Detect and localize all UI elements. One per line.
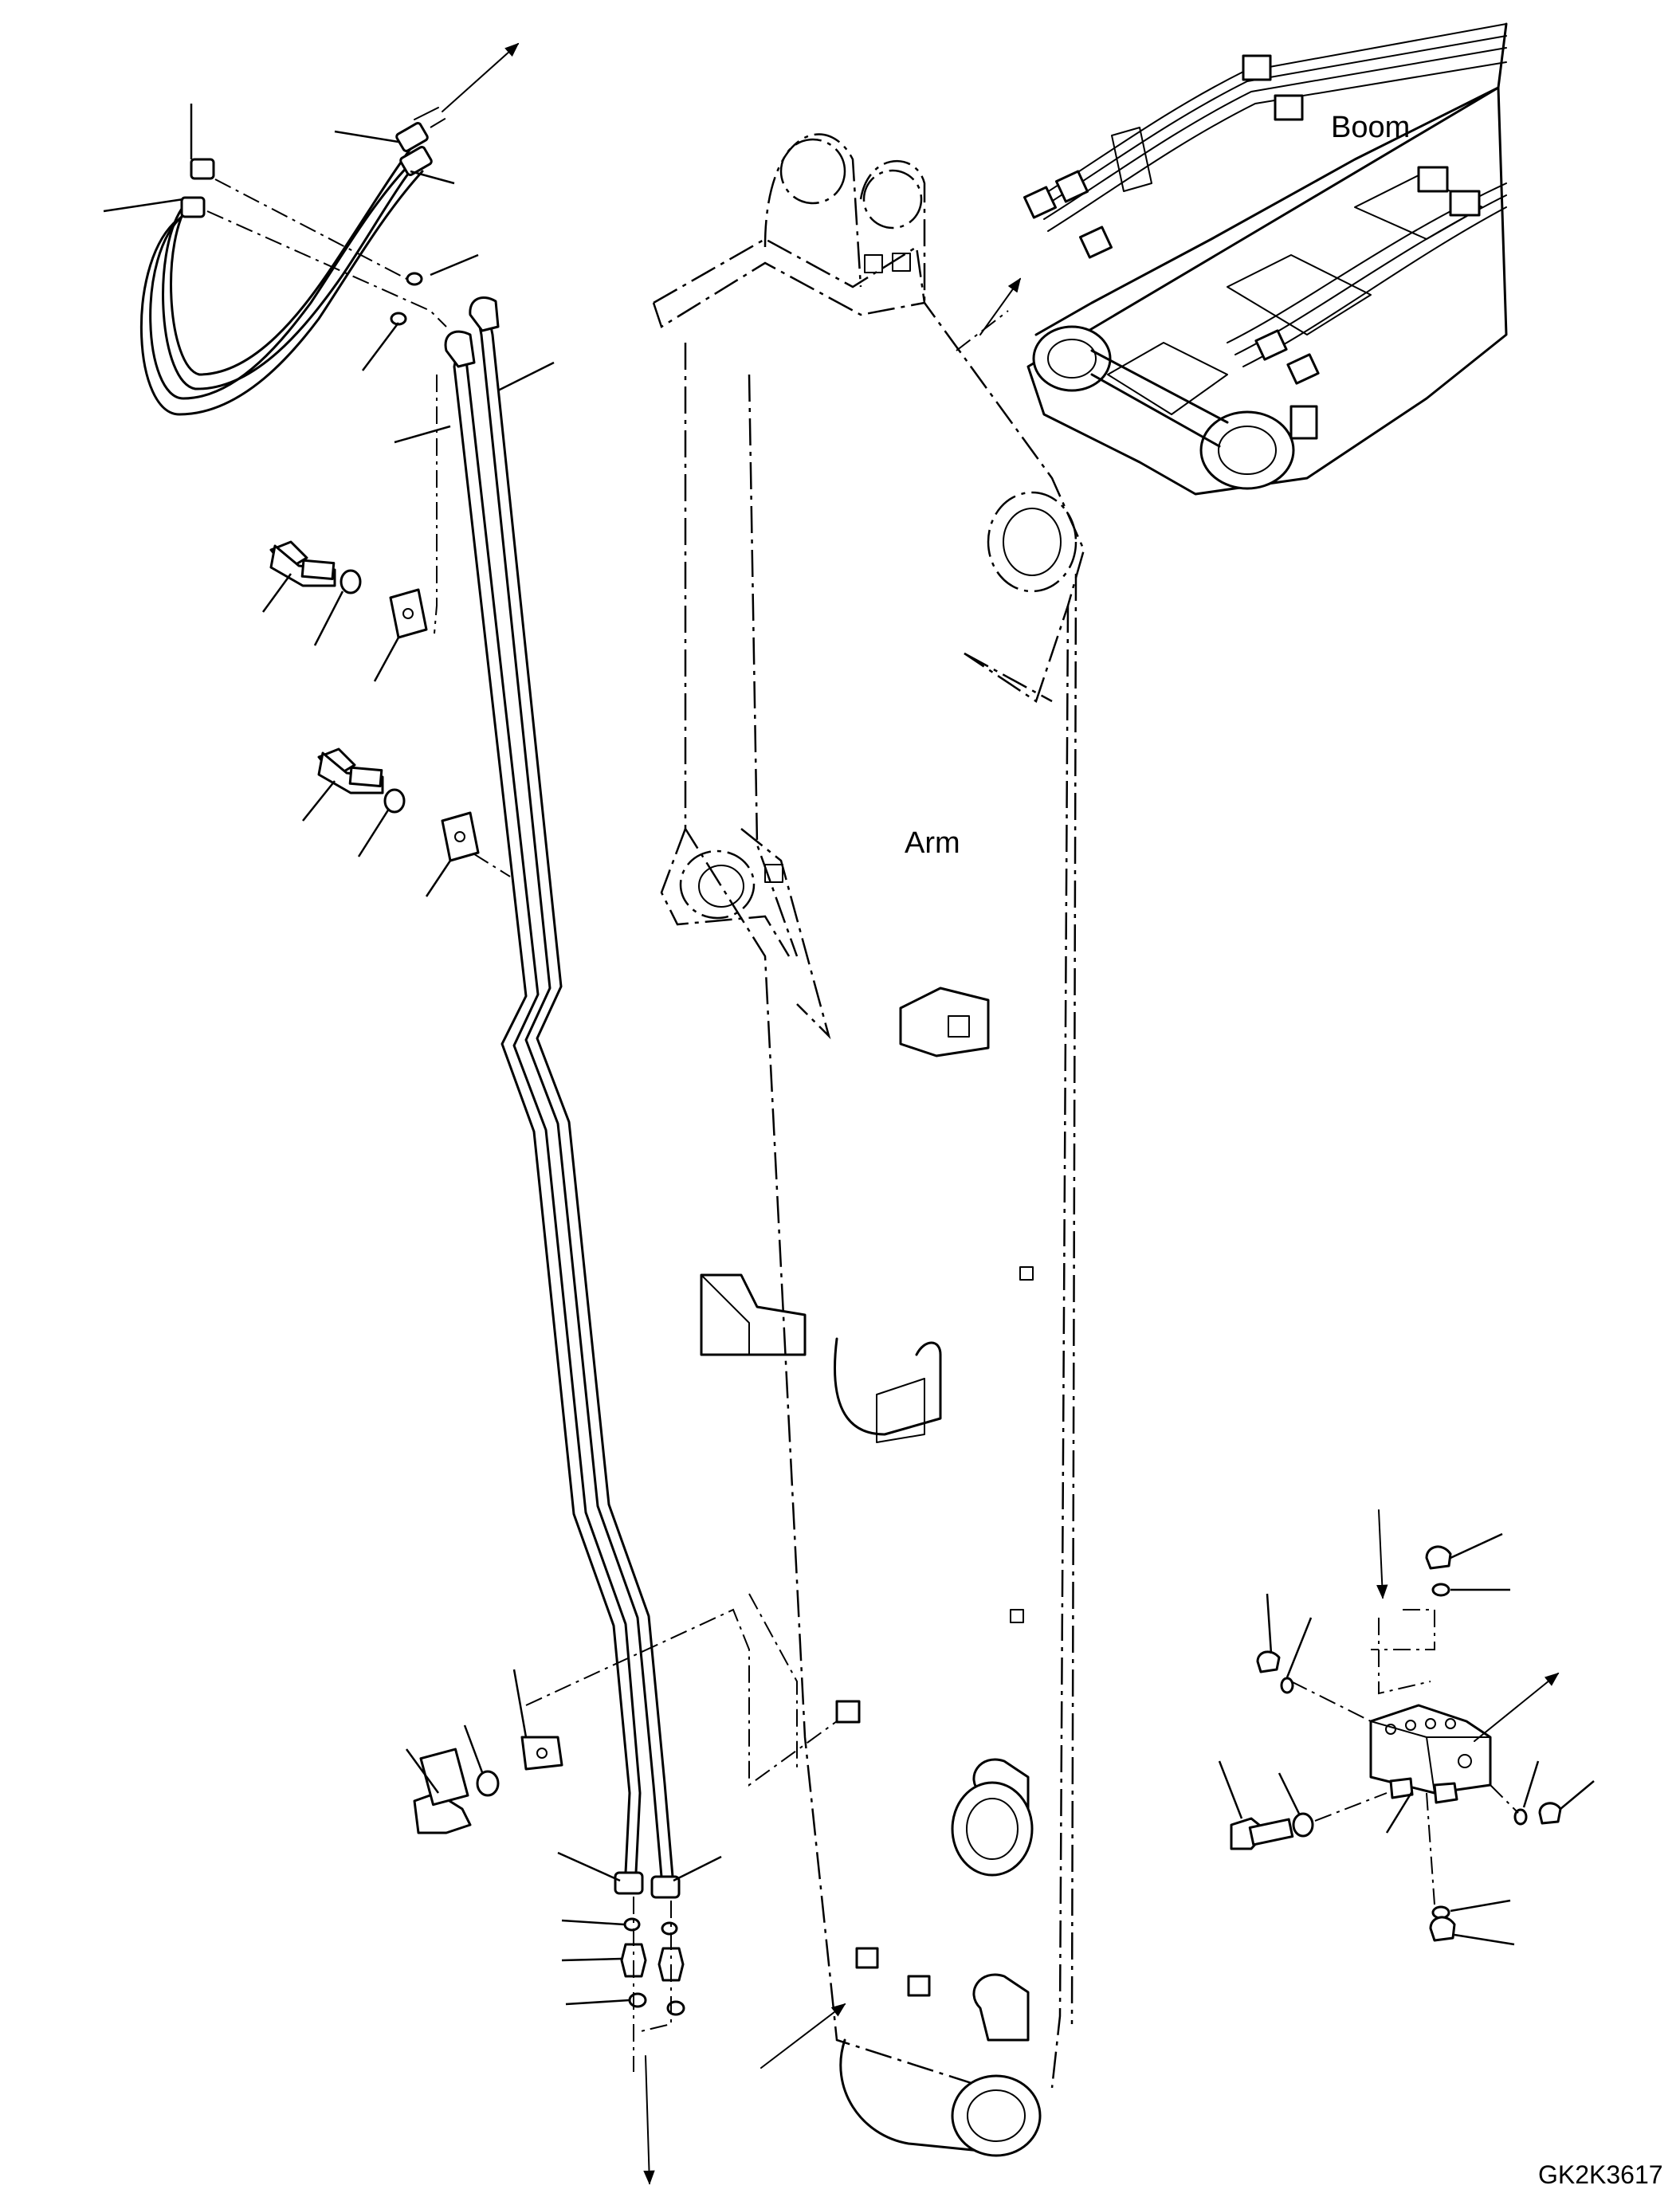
hose-link-dash bbox=[430, 117, 447, 128]
arm-bottom-arrow bbox=[760, 2003, 846, 2069]
clamp-group-1 bbox=[269, 540, 428, 639]
lower-fittings bbox=[620, 1897, 685, 2072]
lower-direction-arrow bbox=[643, 2055, 655, 2185]
block-inlet-arrow bbox=[1376, 1509, 1388, 1599]
arm-assembly bbox=[652, 133, 1085, 2157]
hose-assembly bbox=[139, 107, 439, 416]
clamp-group-3 bbox=[413, 1736, 563, 1834]
boom-label: Boom bbox=[1331, 111, 1410, 144]
arm-label: Arm bbox=[905, 826, 960, 860]
o-ring-upper-2 bbox=[390, 312, 407, 326]
junction-block-assembly bbox=[1230, 1545, 1562, 1942]
clamp-group-2 bbox=[317, 747, 480, 862]
clamp-guide-dash-3 bbox=[525, 1608, 838, 1787]
o-ring-upper-1 bbox=[406, 272, 423, 286]
hose-pipe-dash-1 bbox=[214, 179, 415, 284]
drawing-code: GK2K3617 bbox=[1538, 2160, 1663, 2189]
leader-lines bbox=[103, 104, 1595, 2006]
hose-direction-arrow bbox=[442, 42, 520, 112]
hose-pipe-dash-2 bbox=[206, 210, 447, 328]
clamp-guide-dash-1 bbox=[434, 375, 438, 634]
boom-assembly bbox=[1023, 22, 1508, 496]
block-outlet-arrow bbox=[1474, 1672, 1560, 1742]
pipe-assembly bbox=[444, 296, 681, 1899]
boom-direction-arrow bbox=[979, 277, 1022, 335]
